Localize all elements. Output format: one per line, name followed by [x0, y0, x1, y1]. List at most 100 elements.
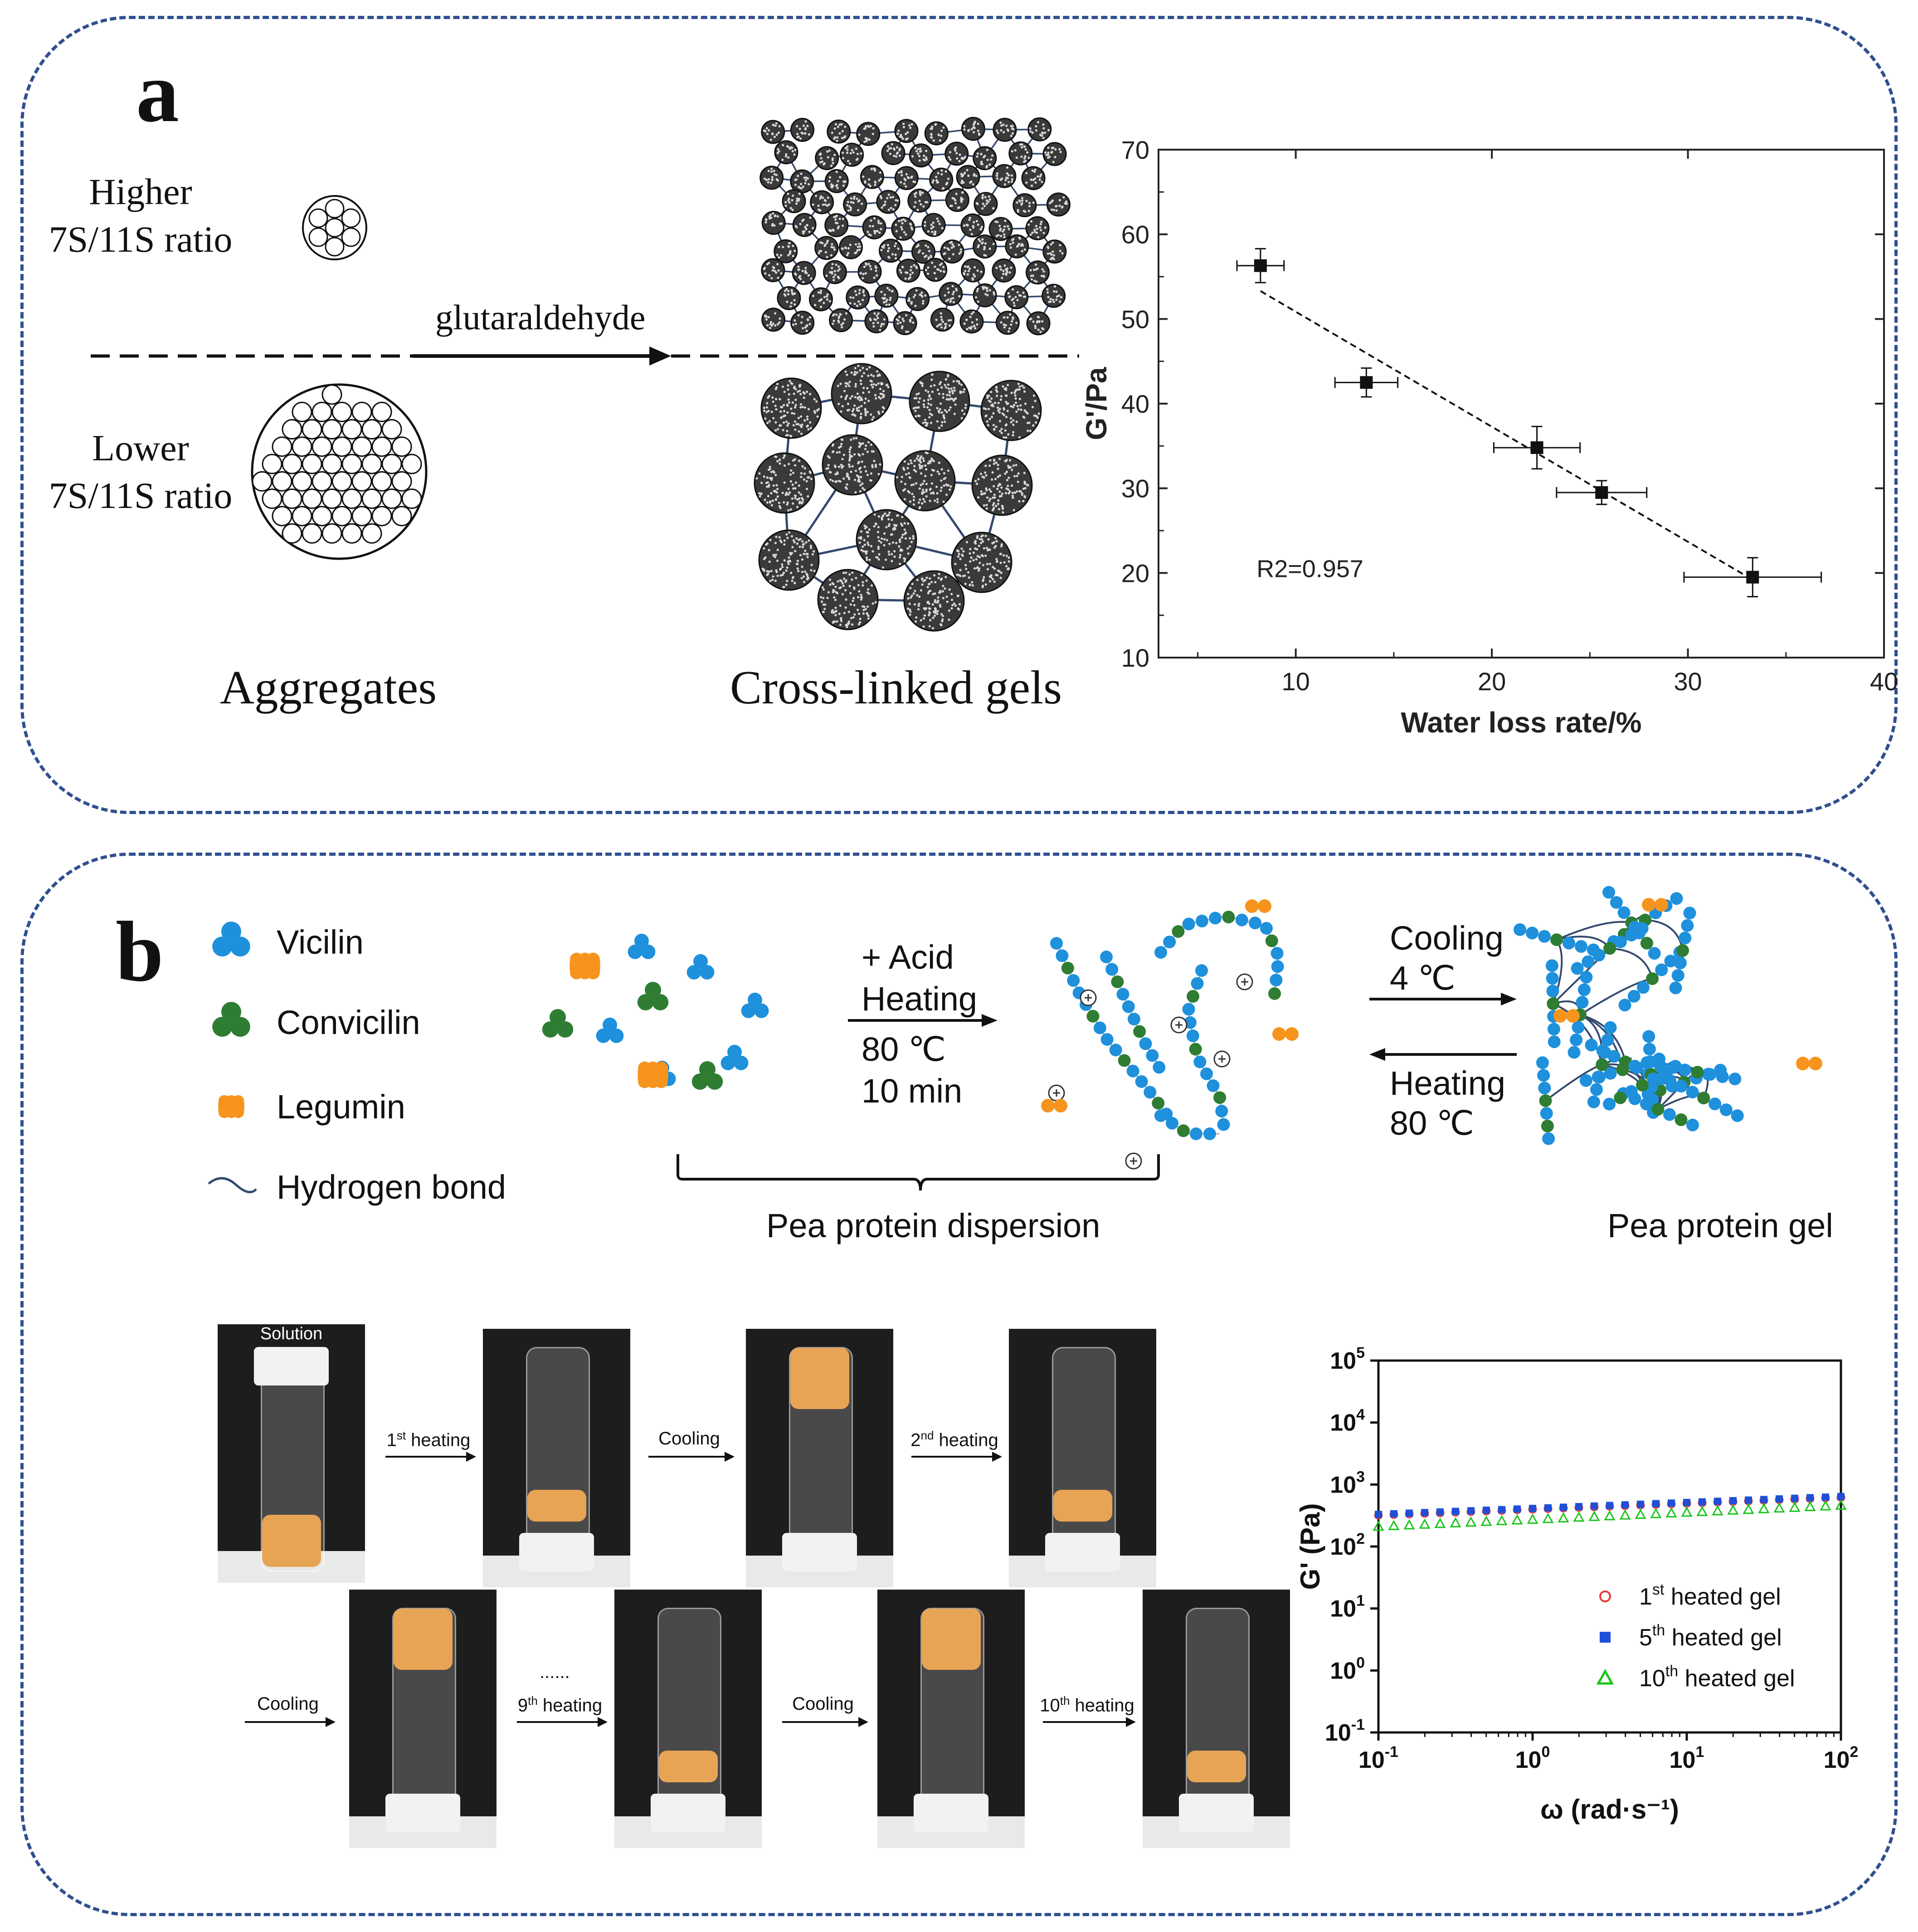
particle-texture-dot: [913, 264, 915, 267]
particle-texture-dot: [886, 298, 888, 301]
particle-texture-dot: [817, 204, 820, 207]
particle-texture-dot: [922, 498, 925, 501]
vial-contents: [1187, 1751, 1246, 1782]
y-tick-label: 102: [1330, 1530, 1365, 1560]
particle-texture-dot: [1032, 274, 1034, 277]
particle-texture-dot: [1052, 254, 1056, 257]
legend-suffix: th: [1665, 1663, 1678, 1680]
particle-texture-dot: [861, 482, 864, 485]
particle-texture-dot: [910, 596, 912, 599]
particle-texture-dot: [781, 573, 784, 576]
particle-texture-dot: [778, 125, 781, 128]
legumin-hexamer: [570, 952, 600, 980]
hydrogen-bond-link: [1545, 1064, 1602, 1102]
particle-texture-dot: [974, 327, 977, 330]
particle-texture-dot: [952, 301, 955, 303]
particle-texture-dot: [803, 581, 806, 583]
particle-texture-dot: [1047, 291, 1049, 294]
particle-texture-dot: [770, 570, 773, 572]
particle-texture-dot: [867, 390, 871, 394]
data-point: [1530, 441, 1543, 454]
particle-texture-dot: [774, 214, 777, 217]
subunit-circle: [252, 471, 273, 492]
chain-bead: [1195, 914, 1208, 927]
fit-line: [1260, 290, 1753, 581]
particle-texture-dot: [998, 408, 1001, 410]
row2-arrow-label: 9th heating: [512, 1694, 608, 1716]
particle-texture-dot: [981, 196, 984, 199]
particle-texture-dot: [858, 292, 861, 295]
particle-texture-dot: [845, 385, 847, 388]
particle-texture-dot: [844, 180, 847, 183]
particle-texture-dot: [938, 383, 941, 385]
particle-texture-dot: [833, 270, 837, 273]
particle-texture-dot: [898, 316, 901, 318]
particle-texture-dot: [924, 294, 927, 297]
particle-texture-dot: [980, 228, 983, 231]
particle-texture-dot: [941, 618, 944, 621]
particle-texture-dot: [1030, 178, 1033, 181]
particle-texture-dot: [784, 289, 787, 292]
particle-texture-dot: [792, 244, 794, 247]
gel-bead: [1598, 1046, 1611, 1059]
chain-bead: [1133, 1025, 1146, 1038]
vial-cap: [782, 1533, 857, 1571]
particle-texture-dot: [917, 608, 920, 611]
particle-texture-dot: [924, 221, 926, 224]
particle-texture-dot: [925, 268, 928, 272]
particle-texture-dot: [923, 405, 925, 408]
particle-texture-dot: [1012, 431, 1015, 434]
particle-texture-dot: [871, 464, 874, 467]
particle-texture-dot: [993, 463, 996, 465]
particle-texture-dot: [1054, 285, 1056, 288]
subunit-circle: [361, 454, 382, 474]
chain-bead: [1172, 925, 1185, 938]
particle-texture-dot: [899, 236, 902, 239]
particle-texture-dot: [864, 181, 867, 184]
particle-texture-dot: [950, 205, 953, 207]
particle-texture-dot: [915, 470, 917, 473]
gel-bead: [1681, 919, 1694, 932]
gel-bead: [1697, 1092, 1710, 1105]
gel-bead: [1728, 1072, 1742, 1085]
particle-texture-dot: [993, 291, 995, 294]
particle-texture-dot: [993, 293, 996, 296]
particle-texture-dot: [842, 218, 844, 220]
particle-texture-dot: [1011, 125, 1014, 127]
particle-texture-dot: [938, 461, 940, 464]
particle-texture-dot: [879, 195, 882, 198]
particle-texture-dot: [806, 415, 809, 418]
chain-bead: [1193, 1055, 1207, 1068]
particle-texture-dot: [931, 230, 934, 233]
particle-texture-dot: [779, 568, 782, 571]
tick-base: 10: [1670, 1747, 1696, 1773]
particle-texture-dot: [907, 463, 910, 465]
particle-texture-dot: [930, 224, 933, 226]
particle-texture-dot: [856, 249, 859, 252]
particle-texture-dot: [839, 624, 842, 626]
particle-texture-dot: [888, 303, 891, 306]
particle-texture-dot: [986, 496, 989, 499]
particle-texture-dot: [1005, 415, 1008, 419]
particle-texture-dot: [825, 274, 828, 277]
particle-texture-dot: [789, 508, 792, 511]
particle-texture-dot: [909, 459, 912, 462]
particle-texture-dot: [947, 387, 950, 390]
gel-bead: [1593, 1071, 1606, 1084]
particle-texture-dot: [983, 576, 985, 579]
particle-texture-dot: [823, 244, 826, 247]
particle-texture-dot: [828, 149, 831, 152]
y-tick-label: 60: [1121, 220, 1149, 249]
particle-texture-dot: [909, 320, 912, 323]
particle-texture-dot: [769, 327, 771, 329]
chain-bead: [1139, 1037, 1152, 1050]
particle-texture-dot: [943, 484, 945, 487]
particle-texture-dot: [874, 522, 877, 525]
particle-texture-dot: [777, 428, 779, 430]
particle-texture-dot: [877, 547, 880, 550]
vicilin-trimer: [628, 933, 656, 959]
particle-texture-dot: [1011, 494, 1014, 497]
particle-texture-dot: [930, 414, 933, 416]
gel-bead: [1616, 1063, 1629, 1076]
particle-texture-dot: [802, 185, 804, 188]
